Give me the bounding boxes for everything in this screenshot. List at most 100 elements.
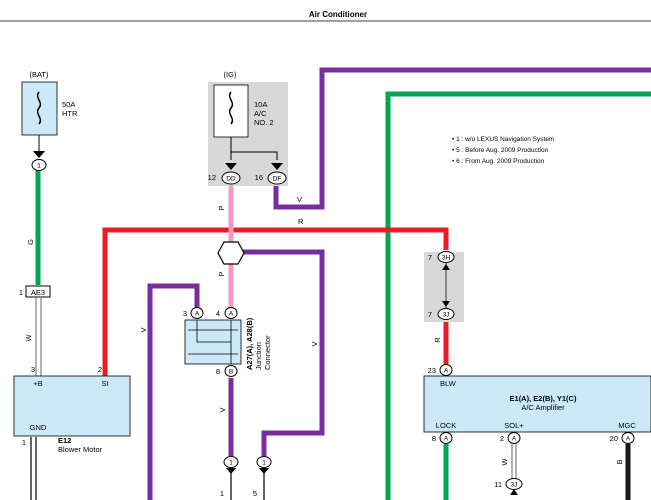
- wire-violet-df: [273, 67, 651, 210]
- wire-violet-left: [147, 283, 200, 500]
- junction-pin4: [224, 307, 238, 319]
- bottom-connector-2-label: 1: [262, 460, 266, 467]
- 3h-label: 3H: [442, 255, 451, 262]
- wire-label-w-sol: W: [500, 458, 509, 466]
- amp-blw-letter: A: [444, 368, 449, 375]
- df-label: DF: [273, 176, 282, 183]
- junction-pin4-num: 4: [216, 309, 220, 318]
- bottom-num-1: 1: [220, 489, 224, 498]
- bottom-num-11: 11: [494, 480, 502, 489]
- ac-amplifier-box: [423, 375, 651, 433]
- bat-terminal: [31, 159, 47, 171]
- wire-label-v-right: V: [310, 341, 319, 346]
- bottom-arrow-2-icon: [259, 468, 269, 474]
- bottom-connector-1-label: 1: [229, 460, 233, 467]
- dd-terminal: [221, 171, 241, 185]
- blower-pin-si: SI: [101, 379, 108, 388]
- df-terminal: [267, 171, 287, 185]
- junction-pin3-num: 3: [183, 309, 187, 318]
- blower-num-b: 3: [31, 365, 35, 374]
- junction-pin3: [190, 307, 204, 319]
- bat-source-label: (BAT): [29, 70, 49, 79]
- bat-arrow-icon: [33, 151, 45, 158]
- amp-id: E1(A), E2(B), Y1(C): [510, 394, 577, 403]
- 3h-connector: [437, 251, 455, 263]
- ae3-label: AE3: [31, 288, 45, 297]
- note-3: • 6 : From Aug. 2009 Production: [452, 158, 545, 165]
- ig-fuse-box: [213, 84, 249, 138]
- bottom-3j-label: 3J: [511, 482, 518, 489]
- blower-pin-gnd: GND: [30, 423, 47, 432]
- 3j-label: 3J: [443, 312, 450, 319]
- amp-name: A/C Amplifier: [521, 403, 565, 412]
- wire-green-top: [385, 91, 651, 500]
- bottom-3j-arrow-icon: [510, 489, 518, 495]
- junction-id: A27(A), A28(B): [245, 317, 254, 370]
- df-num: 16: [255, 173, 263, 182]
- bottom-connector-1: [223, 456, 239, 468]
- ae3-connector: [25, 285, 51, 298]
- ig-name-2: NO. 2: [254, 118, 274, 127]
- bottom-num-5: 5: [253, 489, 257, 498]
- amp-lock-letter: A: [444, 436, 449, 443]
- wire-label-w-left: W: [24, 334, 33, 342]
- junction-pin4-letter: A: [229, 311, 234, 318]
- 3j-num: 7: [428, 310, 432, 319]
- note-1: • 1 : w/o LEXUS Navigation System: [452, 136, 554, 143]
- bat-fuse-symbol: [36, 91, 42, 125]
- junction-pin8: [224, 365, 238, 377]
- wire-label-v-left: V: [139, 327, 148, 332]
- wire-label-v-top: V: [297, 195, 302, 204]
- amp-lock-terminal: [439, 432, 453, 444]
- note-2: • 5 : Before Aug. 2009 Production: [452, 147, 549, 154]
- wire-label-b-mgc: B: [615, 459, 624, 464]
- amp-pin-blw: BLW: [440, 379, 457, 388]
- 3j-connector: [437, 308, 455, 320]
- ae3-num: 1: [19, 288, 23, 297]
- wire-label-v-down: V: [218, 407, 227, 412]
- blower-motor-box: [13, 375, 131, 437]
- blower-num-gnd: 1: [22, 438, 26, 447]
- dd-label: DD: [226, 176, 236, 183]
- junction-pin8-num: 8: [216, 367, 220, 376]
- amp-blw-terminal: [439, 364, 453, 376]
- amp-pin-sol: SOL+: [504, 421, 524, 430]
- amp-sol-num: 2: [500, 434, 504, 443]
- amp-pin-mgc: MGC: [618, 421, 636, 430]
- wire-red: [102, 227, 449, 378]
- blower-id: E12: [58, 436, 71, 445]
- amp-blw-num: 23: [428, 366, 436, 375]
- junction-pin3-letter: A: [195, 311, 200, 318]
- page-title: Air Conditioner: [309, 10, 367, 19]
- dd-arrow-icon: [225, 163, 237, 170]
- amp-mgc-terminal: [621, 432, 635, 444]
- ig-internal-wire: [230, 137, 278, 160]
- bat-rating: 50A: [62, 100, 75, 109]
- junction-name-1: Junction: [254, 342, 263, 370]
- junction-pin8-letter: B: [229, 369, 233, 376]
- splice-point: [217, 241, 245, 265]
- bat-terminal-label: 1: [37, 163, 41, 170]
- amp-mgc-letter: A: [626, 436, 631, 443]
- bat-fuse-name: HTR: [62, 109, 78, 118]
- ig-rating: 10A: [254, 100, 267, 109]
- ig-fuse-symbol: [228, 91, 234, 125]
- blower-num-si: 2: [98, 365, 102, 374]
- blower-pin-b: +B: [33, 379, 42, 388]
- bottom-connector-2: [256, 456, 272, 468]
- wire-label-p-upper: P: [217, 205, 226, 210]
- wire-violet-junction-right: [242, 249, 325, 456]
- amp-sol-letter: A: [512, 436, 517, 443]
- amp-mgc-num: 20: [610, 434, 618, 443]
- amp-pin-lock: LOCK: [436, 421, 456, 430]
- amp-sol-terminal: [507, 432, 521, 444]
- wire-label-r: R: [298, 217, 304, 226]
- junction-name-2: Connector: [263, 335, 272, 370]
- ig-name-1: A/C: [254, 109, 267, 118]
- 3j-arrow-icon: [442, 301, 450, 307]
- df-arrow-icon: [271, 163, 283, 170]
- wire-label-p-lower: P: [217, 271, 226, 276]
- dd-num: 12: [208, 173, 216, 182]
- junction-internal-wiring: [188, 320, 238, 364]
